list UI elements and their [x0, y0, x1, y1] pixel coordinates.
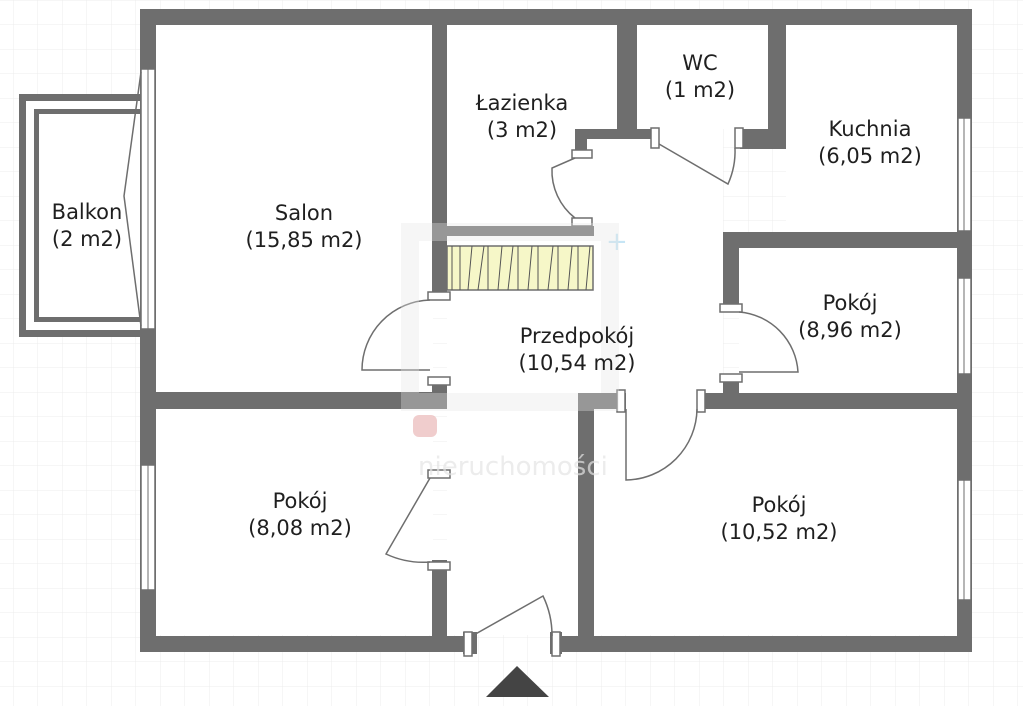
room-name: WC [682, 51, 718, 75]
window-lines [147, 69, 965, 600]
doors [361, 127, 799, 657]
room-name: Przedpokój [519, 324, 635, 348]
room-area: (10,54 m2) [518, 351, 636, 375]
room-name: Salon [274, 201, 334, 225]
room-label-balkon: Balkon (2 m2) [37, 199, 137, 253]
entrance-arrow-icon [486, 666, 549, 697]
room-area: (6,05 m2) [818, 144, 922, 168]
svg-text:+: + [606, 227, 628, 257]
room-name: Pokój [822, 291, 878, 315]
room-label-pokoj-se: Pokój (10,52 m2) [704, 492, 854, 546]
room-label-lazienka: Łazienka (3 m2) [462, 90, 582, 144]
watermark-logo: + [401, 223, 628, 437]
room-area: (1 m2) [664, 78, 736, 102]
room-name: Pokój [272, 489, 328, 513]
room-area: (8,96 m2) [798, 318, 902, 342]
room-area: (10,52 m2) [720, 520, 838, 544]
balcony [19, 94, 140, 337]
room-name: Pokój [751, 493, 807, 517]
room-label-kuchnia: Kuchnia (6,05 m2) [800, 116, 940, 170]
room-area: (3 m2) [486, 118, 558, 142]
room-label-pokoj-ne: Pokój (8,96 m2) [780, 290, 920, 344]
room-area: (2 m2) [51, 227, 123, 251]
room-label-salon: Salon (15,85 m2) [224, 200, 384, 254]
stairs [446, 245, 594, 291]
watermark-text: nieruchomości [418, 452, 608, 482]
room-label-wc: WC (1 m2) [650, 50, 750, 104]
room-floors [155, 25, 959, 635]
room-label-pokoj-sw: Pokój (8,08 m2) [230, 488, 370, 542]
room-name: Kuchnia [828, 117, 912, 141]
room-label-przedpokoj: Przedpokój (10,54 m2) [497, 323, 657, 377]
room-name: Łazienka [475, 91, 569, 115]
balcony-door-swing [123, 71, 142, 327]
room-area: (8,08 m2) [248, 516, 352, 540]
room-name: Balkon [51, 200, 123, 224]
room-area: (15,85 m2) [245, 228, 363, 252]
